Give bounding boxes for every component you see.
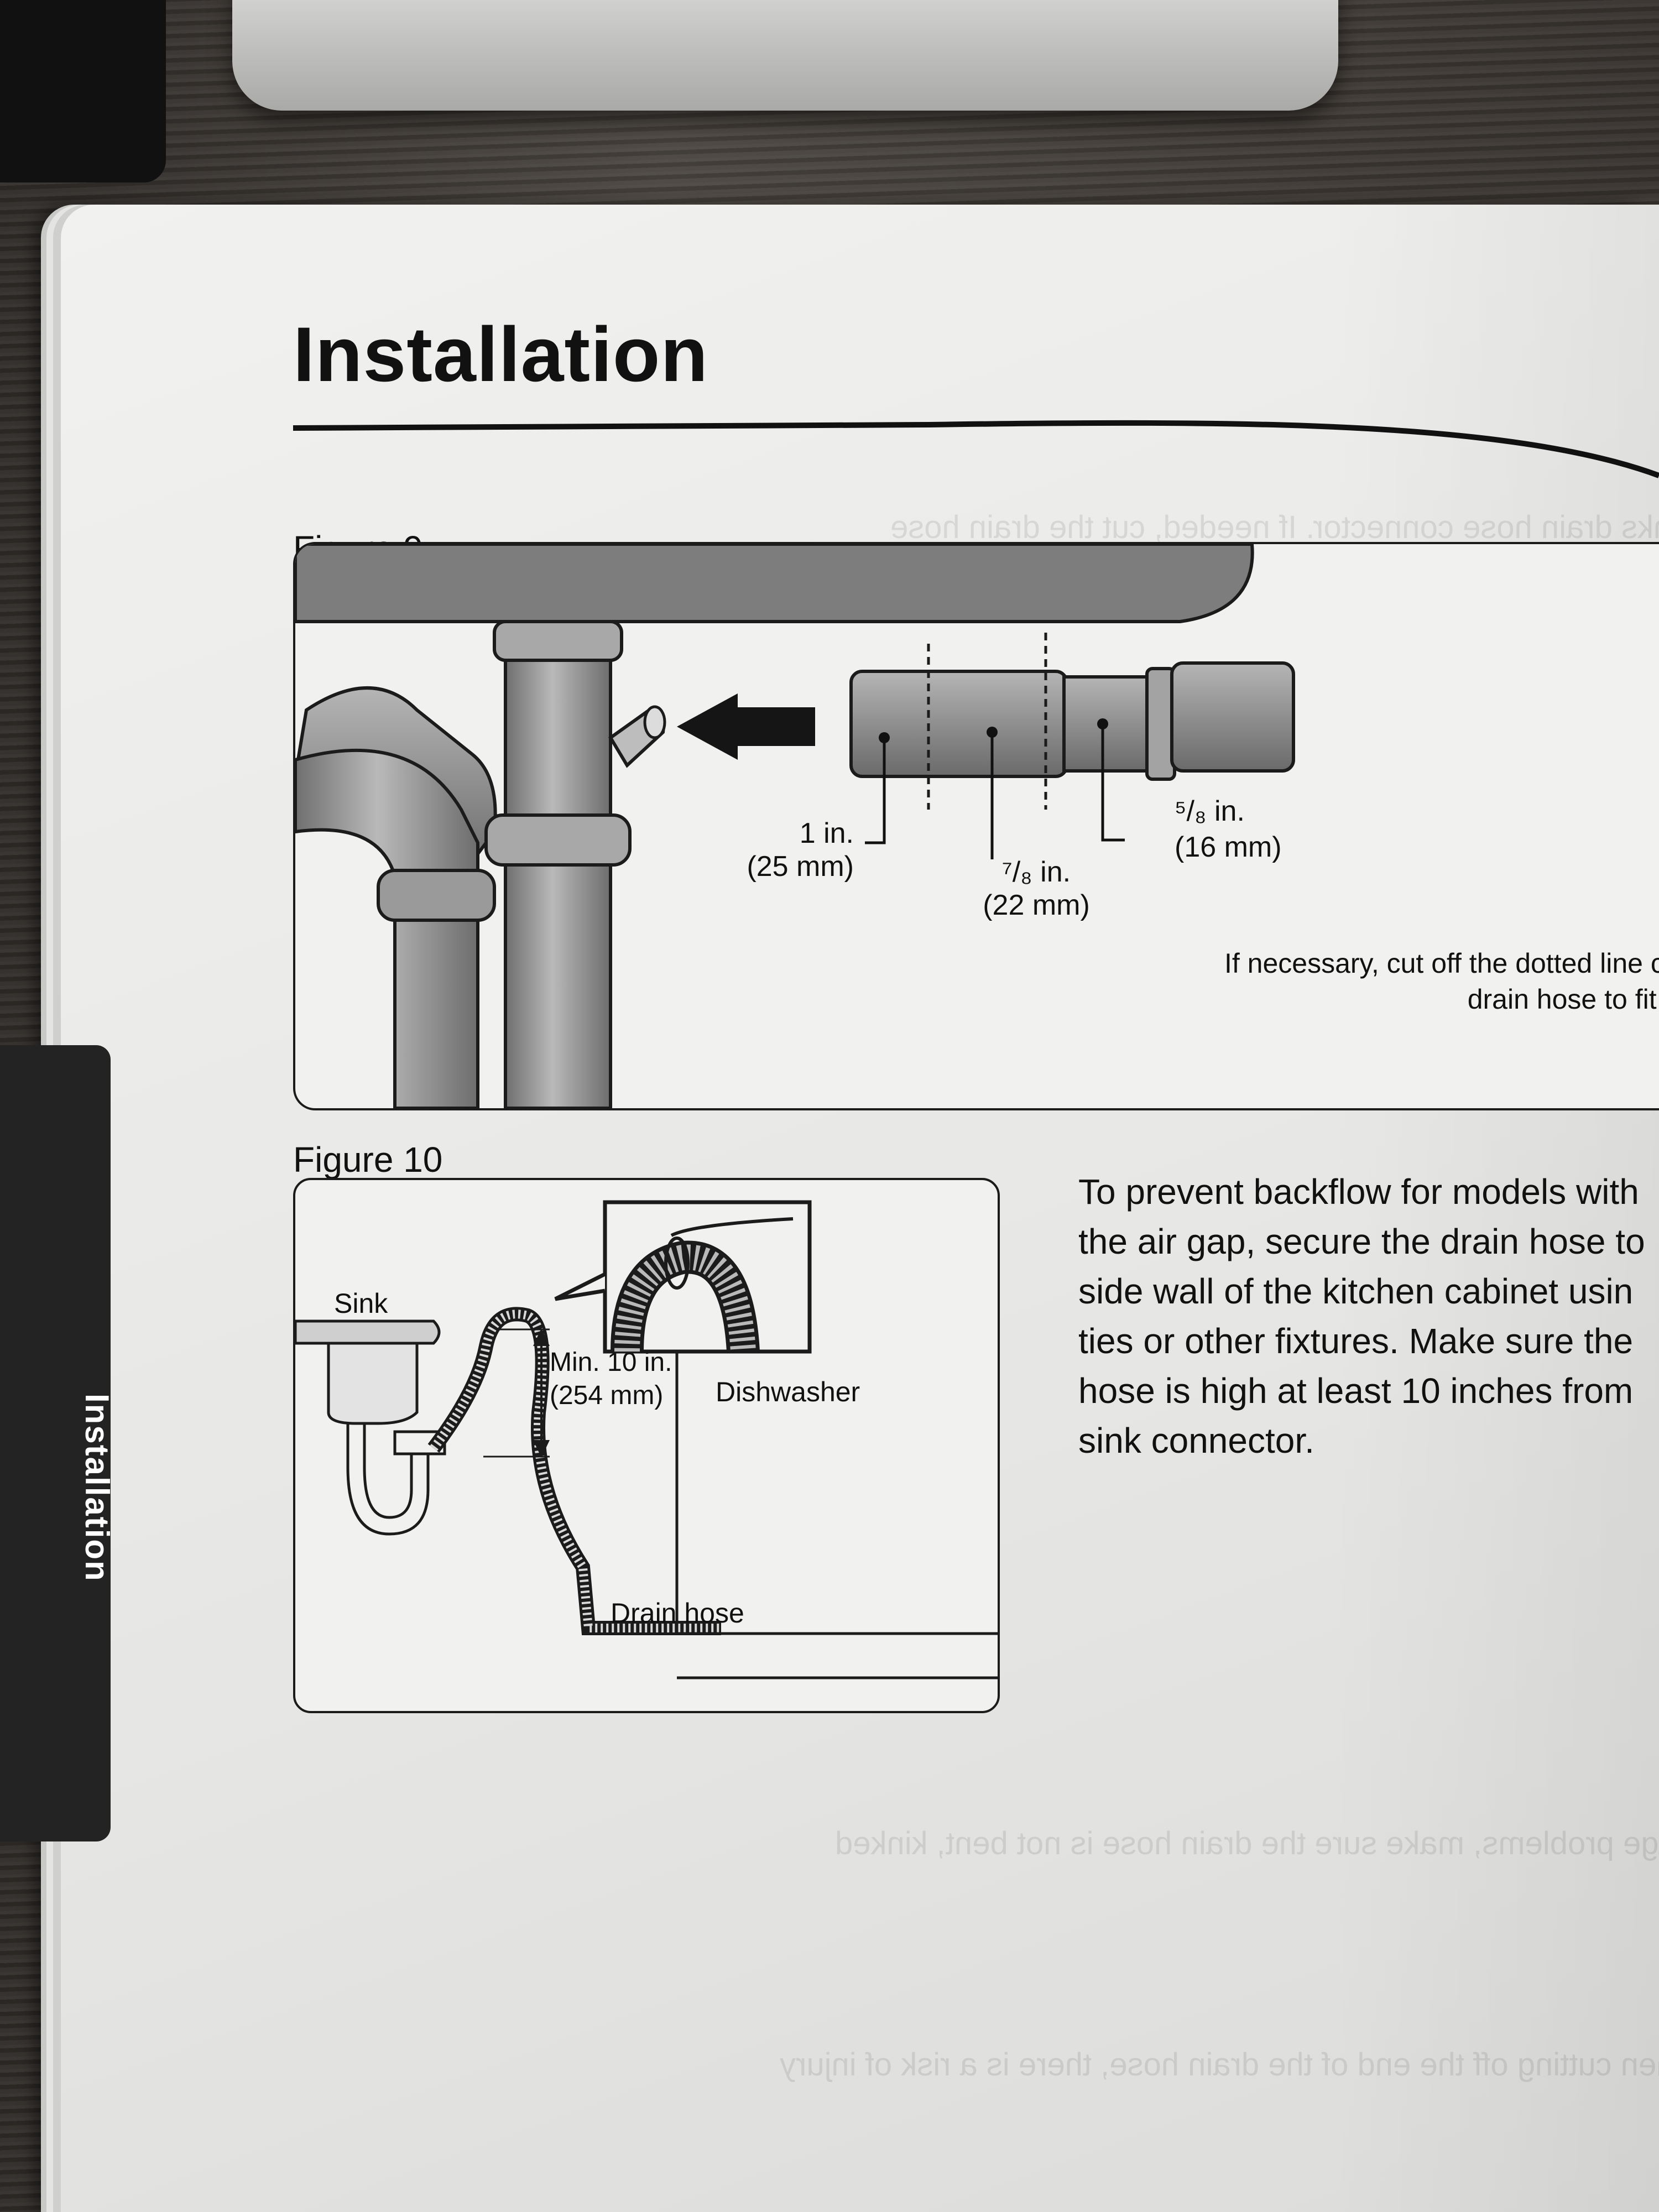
manual-page: the sinks drain hose connector. If neede… [61,205,1659,2212]
dim-7-8in: ⁷/₈ in. [1002,856,1071,888]
dim-5-8in: ⁵/₈ in. [1175,795,1245,827]
drain-hose-label: Drain hose [611,1598,744,1629]
dim-1in-mm: (25 mm) [747,851,854,883]
figure-10-illustration: Sink Min. 10 in. (254 mm) Dishwasher Dra… [293,1178,1000,1713]
backflow-instructions: To prevent backflow for models with the … [1078,1172,1645,1460]
page-title: Installation [293,311,708,398]
drain-hose-figure10 [427,1307,721,1635]
sink-label: Sink [334,1288,388,1319]
cut-note-line2: drain hose to fit the [1468,984,1659,1015]
sink-drain-pipe [295,620,666,1108]
dish-tray-background [232,0,1338,111]
title-underline [293,420,1659,478]
dim-1in: 1 in. [800,817,854,849]
section-tab [0,1045,111,1841]
arrow-icon [677,693,815,760]
figure-9-illustration: 1 in. (25 mm) ⁷/₈ in. (22 mm) ⁵/₈ in. (1… [293,542,1659,1110]
min-height-mm-label: (254 mm) [550,1381,663,1410]
p-trap-pipe [346,1423,446,1536]
dim-5-8in-mm: (16 mm) [1175,831,1282,863]
cut-note-line1: If necessary, cut off the dotted line c [1224,948,1659,979]
section-tab-label: Installation [79,1394,116,1582]
dim-7-8in-mm: (22 mm) [983,889,1090,921]
figure-10-label: Figure 10 [293,1140,443,1180]
drain-hose-end [849,633,1295,859]
dishwasher-label: Dishwasher [716,1376,860,1407]
zoom-callout [554,1200,812,1354]
dark-object-corner [0,0,166,182]
